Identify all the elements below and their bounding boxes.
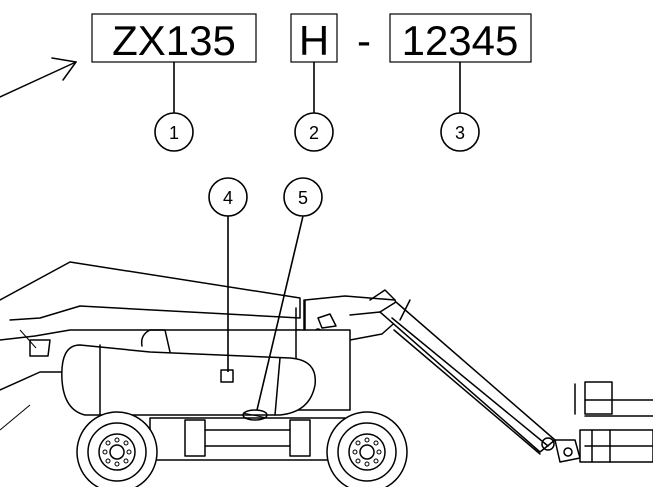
svg-text:5: 5	[298, 188, 308, 208]
model-code-text: ZX135	[112, 17, 236, 64]
svg-text:2: 2	[309, 123, 319, 143]
svg-text:4: 4	[223, 188, 233, 208]
svg-text:1: 1	[169, 123, 179, 143]
svg-text:3: 3	[455, 123, 465, 143]
model-code: ZX135	[91, 13, 257, 64]
pointer-arrow	[0, 57, 77, 98]
type-code: H	[290, 13, 338, 64]
callout-2: 2	[294, 112, 334, 152]
callout-5: 5	[283, 177, 323, 217]
left-wheel	[76, 411, 158, 487]
serial-number-code: 12345	[389, 13, 532, 64]
callout-1: 1	[154, 112, 194, 152]
serial-separator: -	[357, 17, 371, 64]
boom-lift-drawing	[0, 261, 653, 487]
callout-4: 4	[208, 177, 248, 217]
serial-number-text: 12345	[402, 17, 519, 64]
right-wheel	[326, 411, 408, 487]
callout-3: 3	[440, 112, 480, 152]
type-code-text: H	[299, 17, 329, 64]
